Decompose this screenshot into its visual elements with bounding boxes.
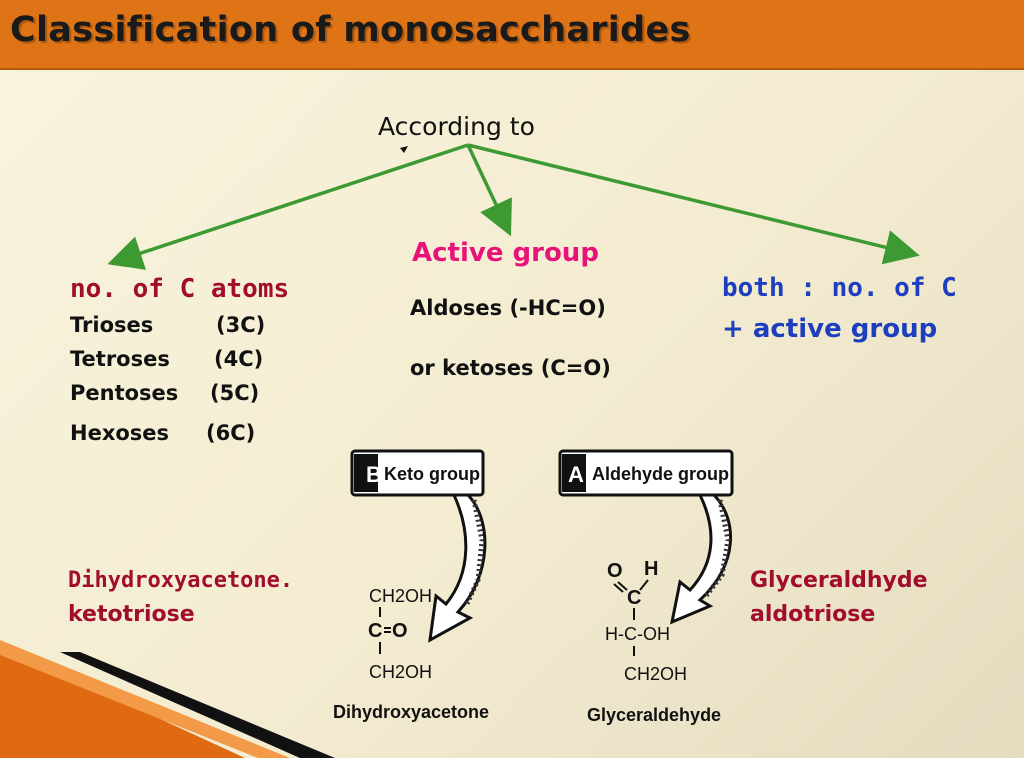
carbon-item: Hexoses (6C) — [70, 421, 255, 445]
carbon-item-name: Hexoses — [70, 421, 170, 445]
keto-panel-label: Keto group — [384, 464, 480, 484]
arrow-to-both — [467, 143, 920, 265]
aldo-caption: Glyceraldehyde — [587, 705, 721, 725]
aldo-example-type: aldotriose — [750, 602, 876, 627]
active-heading: Active group — [412, 238, 599, 268]
carbon-item-count: (5C) — [210, 381, 260, 405]
keto-example-name: Dihydroxyacetone. — [68, 568, 294, 593]
aldoses-text: Aldoses (-HC=O) — [410, 296, 606, 320]
aldo-formula-c: C — [627, 587, 641, 609]
title-bar: Classification of monosaccharides — [0, 0, 1024, 70]
carbon-item-name: Tetroses — [70, 347, 170, 371]
keto-formula: CH2OH C O CH2OH Dihydroxyacetone — [333, 586, 489, 722]
aldo-formula: O H C H-C-OH CH2OH Glyceraldehyde — [587, 558, 721, 725]
aldo-panel-label: Aldehyde group — [592, 464, 729, 484]
carbon-item-name: Pentoses — [70, 381, 179, 405]
both-heading-line2: + active group — [722, 314, 938, 344]
aldo-example-name: Glyceraldhyde — [750, 568, 928, 593]
keto-panel-letter: B — [366, 462, 382, 487]
keto-example-type: ketotriose — [68, 602, 195, 627]
carbon-item: Pentoses (5C) — [70, 381, 259, 405]
carbon-item: Tetroses (4C) — [70, 347, 263, 371]
carbon-item-count: (6C) — [206, 421, 256, 445]
arrow-to-carbon — [107, 143, 469, 270]
aldo-panel-letter: A — [568, 462, 584, 487]
carbon-item-name: Trioses — [70, 313, 154, 337]
ketoses-text: or ketoses (C=O) — [410, 356, 611, 380]
aldo-formula-bottom: CH2OH — [624, 664, 687, 684]
cursor-mark — [400, 146, 408, 153]
carbon-item-count: (4C) — [214, 347, 264, 371]
page-title: Classification of monosaccharides — [10, 10, 691, 50]
aldo-panel: A Aldehyde group — [558, 449, 734, 625]
carbon-item-count: (3C) — [216, 313, 266, 337]
arrow-to-active — [466, 144, 512, 237]
keto-caption: Dihydroxyacetone — [333, 702, 489, 722]
root-label: According to — [378, 112, 535, 141]
keto-formula-c: C — [368, 620, 382, 642]
aldo-formula-h: H — [644, 558, 658, 580]
keto-formula-top: CH2OH — [369, 586, 432, 606]
aldo-formula-o: O — [607, 560, 623, 582]
both-heading-line1: both : no. of C — [722, 273, 957, 303]
keto-panel: B Keto group — [350, 449, 487, 643]
keto-formula-bottom: CH2OH — [369, 662, 432, 682]
carbon-item: Trioses (3C) — [70, 313, 265, 337]
corner-stripe-light — [0, 640, 290, 758]
carbon-heading: no. of C atoms — [70, 274, 290, 304]
corner-stripe-black — [60, 652, 335, 758]
aldo-formula-middle: H-C-OH — [605, 624, 670, 644]
keto-formula-o: O — [392, 620, 408, 642]
